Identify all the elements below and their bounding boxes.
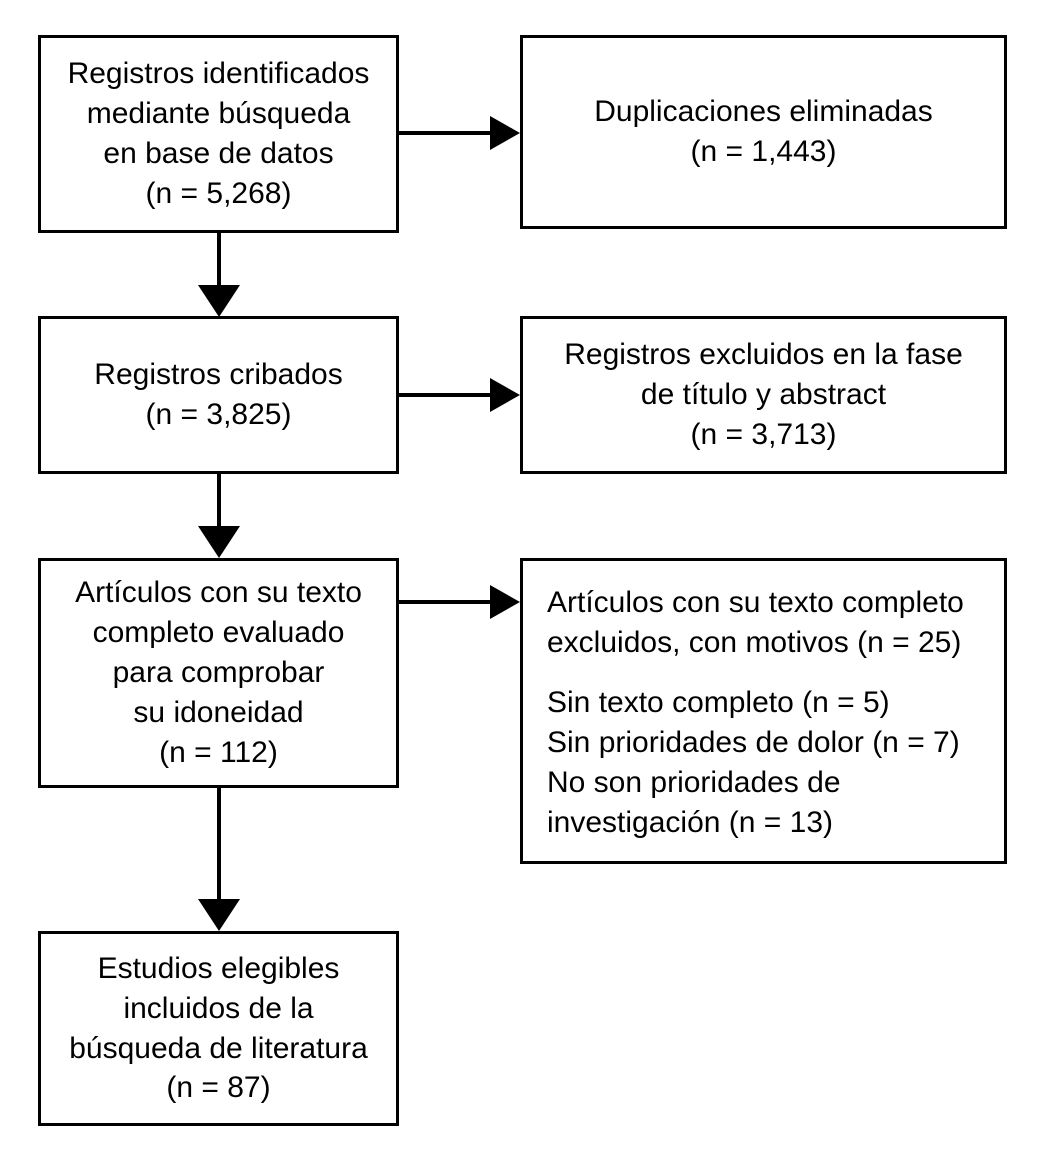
records-identified-line-3: en base de datos: [103, 137, 334, 170]
records-identified-count: (n = 5,268): [145, 176, 292, 210]
arrow-screened-to-fulltext-head-icon: [198, 526, 240, 558]
studies-included-box: Estudios elegibles incluidos de la búsqu…: [38, 931, 399, 1126]
arrow-screened-to-excluded-head-icon: [490, 378, 520, 412]
records-identified-line-1: Registros identificados: [67, 57, 370, 91]
studies-included-line-1: Estudios elegibles: [97, 951, 340, 985]
full-text-excluded-box: Artículos con su texto completo excluido…: [520, 558, 1007, 864]
studies-included-line-2: incluidos de la: [123, 991, 314, 1025]
records-screened-line-1: Registros cribados: [94, 358, 343, 392]
records-identified-box: Registros identificados mediante búsqued…: [38, 35, 399, 233]
arrow-fulltext-to-excluded-line: [399, 600, 491, 604]
records-screened-box: Registros cribados (n = 3,825): [38, 316, 399, 474]
studies-included-count: (n = 87): [166, 1071, 271, 1105]
records-identified-line-2: mediante búsqueda: [86, 97, 351, 131]
arrow-screened-to-excluded-line: [399, 393, 491, 397]
full-text-assessed-line-2: completo evaluado: [92, 616, 345, 650]
arrow-fulltext-to-excluded-head-icon: [490, 585, 520, 619]
duplicates-removed-count: (n = 1,443): [690, 135, 837, 168]
full-text-excluded-line-2: excluidos, con motivos (n = 25): [547, 625, 962, 659]
full-text-excluded-reason-1: Sin texto completo (n = 5): [547, 686, 890, 720]
records-screened-count: (n = 3,825): [145, 398, 292, 431]
full-text-excluded-reason-3b: investigación (n = 13): [547, 806, 833, 840]
arrow-identified-to-duplicates-head-icon: [490, 116, 520, 150]
full-text-assessed-count: (n = 112): [159, 735, 278, 769]
records-excluded-ti-line-1: Registros excluidos en la fase: [564, 338, 963, 372]
arrow-identified-to-screened-head-icon: [198, 285, 240, 317]
full-text-excluded-line-1: Artículos con su texto completo: [547, 586, 964, 619]
arrow-fulltext-to-included-head-icon: [198, 899, 240, 931]
full-text-assessed-line-3: para comprobar: [112, 656, 325, 690]
arrow-identified-to-duplicates-line: [399, 131, 491, 135]
duplicates-removed-line-1: Duplicaciones eliminadas: [594, 95, 933, 129]
records-excluded-ti-line-2: de título y abstract: [640, 378, 887, 412]
full-text-assessed-line-1: Artículos con su texto: [75, 576, 362, 610]
full-text-excluded-reason-2: Sin prioridades de dolor (n = 7): [547, 726, 960, 760]
full-text-assessed-line-4: su idoneidad: [133, 695, 304, 729]
arrow-fulltext-to-included-line: [217, 788, 221, 900]
studies-included-line-3: búsqueda de literatura: [69, 1031, 368, 1065]
records-excluded-ti-count: (n = 3,713): [690, 417, 837, 451]
duplicates-removed-box: Duplicaciones eliminadas (n = 1,443): [520, 35, 1007, 229]
full-text-assessed-box: Artículos con su texto completo evaluado…: [38, 558, 399, 788]
records-excluded-title-abstract-box: Registros excluidos en la fase de título…: [520, 316, 1007, 474]
arrow-screened-to-fulltext-line: [217, 474, 221, 529]
full-text-excluded-reason-3a: No son prioridades de: [547, 766, 841, 800]
arrow-identified-to-screened-line: [217, 233, 221, 288]
